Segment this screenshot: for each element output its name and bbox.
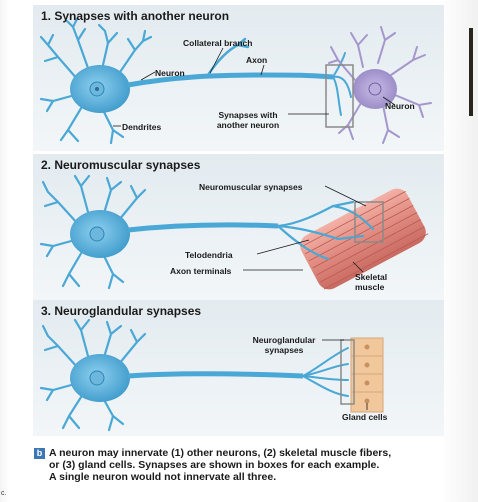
label-telodendria: Telodendria xyxy=(185,250,233,260)
skeletal-muscle xyxy=(300,188,429,290)
nucleus-p3 xyxy=(89,370,105,386)
nucleus-p2 xyxy=(89,226,105,242)
leader-lines-p1 xyxy=(113,47,396,127)
target-nucleus xyxy=(368,82,382,96)
panel-neuromuscular-synapses: 2. Neuromuscular synapses Neuromuscular … xyxy=(33,154,444,300)
synapse-box-p2 xyxy=(354,201,384,243)
axon-terminals-p1 xyxy=(332,52,352,116)
axon xyxy=(127,72,334,88)
edge-mark xyxy=(469,28,473,116)
label-neuromuscular-synapses: Neuromuscular synapses xyxy=(199,182,303,192)
label-skeletal-line2: muscle xyxy=(355,282,385,292)
label-neuroglandular-line1: Neuroglandular xyxy=(252,335,316,345)
dendrites-p3 xyxy=(39,318,147,432)
label-synapses-with-another-neuron: Synapses with another neuron xyxy=(205,110,291,130)
figure-caption: b A neuron may innervate (1) other neuron… xyxy=(34,447,434,483)
neuron-to-neuron-illustration xyxy=(39,17,432,145)
label-neuroglandular-synapses: Neuroglandular synapses xyxy=(243,335,325,355)
leader-lines-p2 xyxy=(243,185,367,273)
target-neuron-dendrites xyxy=(328,26,432,144)
label-axon-terminals: Axon terminals xyxy=(170,266,232,276)
synapse-box-p1 xyxy=(325,64,354,128)
caption-line-2: or (3) gland cells. Synapses are shown i… xyxy=(49,459,380,471)
synapse-box-p3 xyxy=(340,339,355,405)
panel-title-3: 3. Neuroglandular synapses xyxy=(41,304,202,318)
label-synapses-line1: Synapses with xyxy=(218,110,278,120)
panel-title-2: 2. Neuromuscular synapses xyxy=(41,158,201,172)
panel-title-1: 1. Synapses with another neuron xyxy=(41,9,230,23)
panel-neuroglandular-synapses: 3. Neuroglandular synapses Neuroglandula… xyxy=(33,300,444,436)
dendrites-p2 xyxy=(39,174,147,290)
dendrites-left xyxy=(39,17,153,145)
caption-line-1: b A neuron may innervate (1) other neuron… xyxy=(34,447,434,459)
neuroglandular-illustration xyxy=(39,318,384,432)
panel-synapses-with-neuron: 1. Synapses with another neuron Collater… xyxy=(33,5,444,151)
caption-line-3: A single neuron would not innervate all … xyxy=(49,471,277,483)
label-neuron-left: Neuron xyxy=(155,68,185,78)
label-collateral-branch: Collateral branch xyxy=(183,38,253,48)
label-synapses-line2: another neuron xyxy=(216,120,280,130)
caption-text-1: A neuron may innervate (1) other neurons… xyxy=(49,447,392,459)
label-neuron-right: Neuron xyxy=(385,101,415,111)
figure-part-badge: b xyxy=(34,448,45,459)
neuromuscular-illustration xyxy=(39,174,429,290)
leader-lines-p3 xyxy=(322,339,368,410)
label-axon: Axon xyxy=(246,55,268,65)
label-neuroglandular-line2: synapses xyxy=(264,345,304,355)
label-skeletal-line1: Skeletal xyxy=(355,272,388,282)
telodendria-p2 xyxy=(276,200,375,261)
gland-cells xyxy=(350,337,384,413)
axon-p3 xyxy=(127,371,304,379)
label-gland-cells: Gland cells xyxy=(342,412,388,422)
axon-terminals-p3 xyxy=(302,347,349,397)
label-skeletal-muscle: Skeletal muscle xyxy=(355,272,387,292)
label-dendrites: Dendrites xyxy=(122,122,162,132)
margin-mark: c. xyxy=(1,490,7,497)
axon-p2 xyxy=(127,222,279,233)
